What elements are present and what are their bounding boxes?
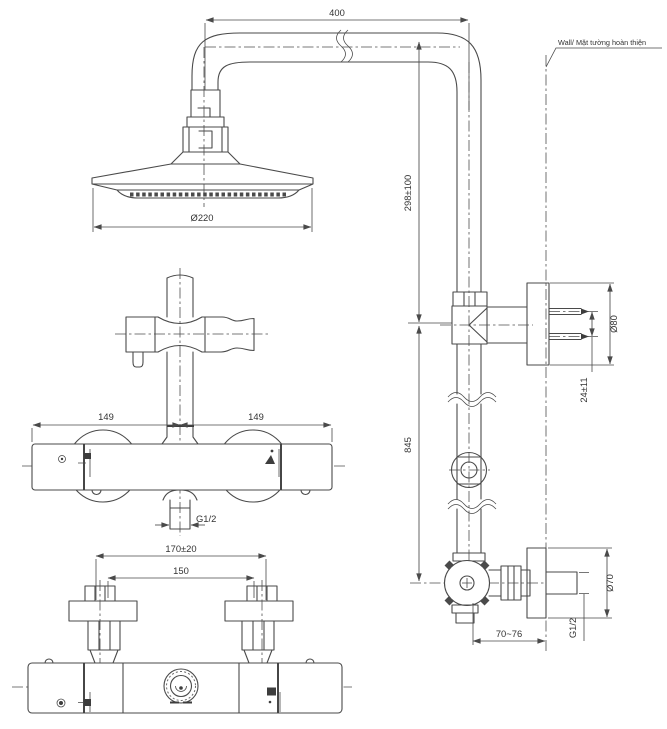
- slider-ring-knob: [460, 461, 478, 479]
- supply-legs: [68, 585, 294, 664]
- mixer-body-seams: [83, 444, 282, 490]
- outlet-ring-inner: [169, 674, 193, 698]
- knob-tabs: [444, 560, 490, 606]
- mixer-temp-icon-mark: [84, 453, 91, 459]
- shower-head-dome: [91, 163, 314, 199]
- bracket-screw-tips: [581, 308, 589, 340]
- dim-riser-upper: 298±100: [402, 175, 413, 211]
- mixer-screw-dot: [60, 457, 64, 461]
- dim-arm-length: 400: [329, 7, 345, 18]
- exposed-mixer-seams: [122, 662, 240, 714]
- mixer-outlet: [162, 489, 198, 530]
- outlet-center-detail: [175, 685, 187, 692]
- side-knob-outlet: [451, 604, 479, 624]
- dim-inlet-thread: G1/2: [567, 618, 578, 638]
- wall-union-fittings: [488, 547, 578, 619]
- dim-supply-inner: 150: [173, 565, 189, 576]
- shower-head-connector: [170, 89, 241, 165]
- mixer-shower-icon-dot: [270, 449, 274, 453]
- exposed-icon-dot: [268, 700, 272, 704]
- wall-label: Wall/ Mặt tường hoàn thiện: [558, 38, 646, 47]
- exposed-mixer-body: [27, 662, 343, 714]
- exposed-screw-dot: [59, 701, 63, 705]
- slider-ring: [450, 451, 488, 489]
- dim-mixer-left: 149: [98, 411, 114, 422]
- outlet-center-dot: [179, 686, 183, 690]
- slider-bracket-front: [125, 316, 255, 368]
- dim-outlet-thread: G1/2: [196, 513, 216, 524]
- dimension-lines: [32, 17, 613, 644]
- dim-flange-diameter: Ø70: [604, 574, 615, 592]
- exposed-temp-icon-mark: [84, 699, 91, 706]
- dim-supply-outer: 170±20: [165, 543, 196, 554]
- outlet-ring-texture: [166, 671, 196, 701]
- mixer-screw-icon: [58, 455, 66, 463]
- mixer-body-feet: [91, 489, 311, 496]
- exposed-mixer-body-bumps: [44, 658, 315, 664]
- extension-lines: [31, 23, 662, 645]
- dim-bracket-plate-diameter: Ø80: [608, 315, 619, 333]
- wall-bracket: [451, 282, 550, 366]
- pipe-break-marks: [336, 29, 497, 514]
- bracket-screws: [548, 307, 582, 341]
- centerlines: [12, 46, 598, 688]
- slider-ring-clamp: [456, 456, 482, 485]
- side-knob-cross: [462, 578, 472, 588]
- right-supply-leg: [224, 585, 294, 664]
- dim-center-to-wall: 70~76: [496, 628, 522, 639]
- side-knob-hub: [459, 575, 475, 591]
- mixer-body: [31, 443, 333, 491]
- exposed-screw-icon: [56, 698, 66, 708]
- mixer-shower-icon: [265, 455, 275, 464]
- dim-bracket-screw-depth: 24±11: [578, 377, 589, 402]
- dim-head-diameter: Ø220: [191, 212, 214, 223]
- slider-bracket-pipe: [161, 274, 199, 445]
- dim-riser-lower: 845: [402, 437, 413, 453]
- outlet-ring-outer: [163, 668, 199, 704]
- exposed-shower-icon: [267, 687, 276, 696]
- dim-mixer-right: 149: [248, 411, 264, 422]
- left-supply-leg: [68, 585, 138, 664]
